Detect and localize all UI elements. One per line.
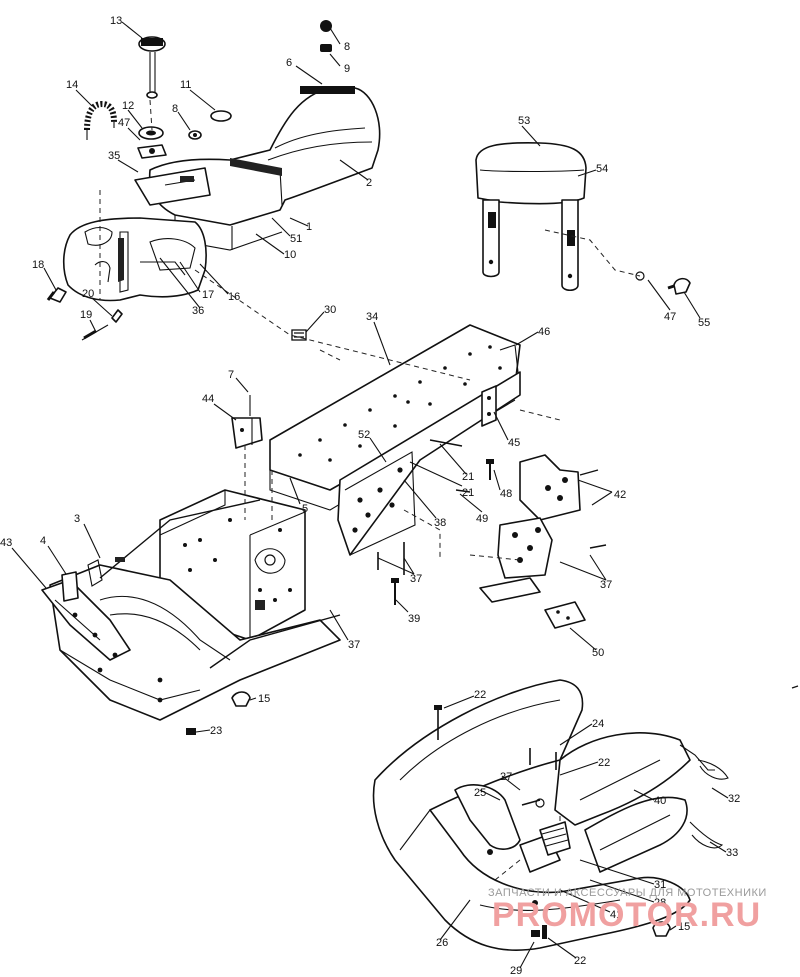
watermark-brand: PROMOTOR.RU	[492, 896, 761, 934]
callout-45: 45	[508, 437, 520, 449]
callout-23: 23	[210, 725, 222, 737]
callout-39: 39	[408, 613, 420, 625]
callout-10: 10	[284, 249, 296, 261]
callout-36: 36	[192, 305, 204, 317]
callout-28: 28	[654, 897, 666, 909]
callout-46: 46	[538, 326, 550, 338]
tank-fittings	[46, 287, 307, 341]
callout-38: 38	[434, 517, 446, 529]
callout-4: 4	[40, 535, 46, 547]
callout-17: 17	[202, 289, 214, 301]
callout-52: 52	[358, 429, 370, 441]
callout-18: 18	[32, 259, 44, 271]
callout-47: 47	[118, 117, 130, 129]
rear-bumper-assembly	[372, 679, 729, 951]
callout-37: 37	[410, 573, 422, 585]
callout-labels: 13 8 9 6 14 11 12 8 47 35 2 1 51 10 18 2…	[0, 15, 740, 977]
callout-20: 20	[82, 288, 94, 300]
frame-front-pan	[41, 499, 341, 735]
callout-51: 51	[290, 233, 302, 245]
callout-41: 41	[610, 909, 622, 921]
callout-31: 31	[654, 879, 666, 891]
callout-3: 3	[74, 513, 80, 525]
callout-13: 13	[110, 15, 122, 27]
callout-14: 14	[66, 79, 78, 91]
callout-48: 48	[500, 488, 512, 500]
callout-35: 35	[108, 150, 120, 162]
callout-42: 42	[614, 489, 626, 501]
fuel-cap-assembly	[84, 36, 167, 159]
callout-25: 25	[474, 787, 486, 799]
callout-34: 34	[366, 311, 378, 323]
rear-suspension-brackets	[377, 439, 607, 629]
callout-54: 54	[596, 163, 608, 175]
backrest-assembly	[475, 142, 691, 295]
callout-22: 22	[474, 689, 486, 701]
callout-29: 29	[510, 965, 522, 977]
callout-19: 19	[80, 309, 92, 321]
callout-49: 49	[476, 513, 488, 525]
callout-44: 44	[202, 393, 214, 405]
frame-tunnel	[269, 324, 521, 556]
callout-40: 40	[654, 795, 666, 807]
callout-15: 15	[258, 693, 270, 705]
callout-26: 26	[436, 937, 448, 949]
callout-1: 1	[306, 221, 312, 233]
callout-16: 16	[228, 291, 240, 303]
callout-30: 30	[324, 304, 336, 316]
callout-21: 21	[462, 471, 474, 483]
callout-22-c: 22	[574, 955, 586, 967]
callout-22-b: 22	[598, 757, 610, 769]
callout-32: 32	[728, 793, 740, 805]
callout-8: 8	[344, 41, 350, 53]
callout-37-c: 37	[348, 639, 360, 651]
callout-9: 9	[344, 63, 350, 75]
callout-2: 2	[366, 177, 372, 189]
tunnel-rivets	[298, 345, 502, 533]
watermark: ЗАПЧАСТИ И АКСЕССУАРЫ ДЛЯ МОТОТЕХНИКИ PR…	[488, 887, 767, 934]
washer-set-top	[188, 20, 332, 140]
callout-43: 43	[0, 537, 12, 549]
callout-50: 50	[592, 647, 604, 659]
callout-55: 55	[698, 317, 710, 329]
callout-37-b: 37	[600, 579, 612, 591]
callout-33: 33	[726, 847, 738, 859]
callout-53: 53	[518, 115, 530, 127]
callout-11: 11	[180, 79, 191, 91]
callout-27: 27	[500, 771, 512, 783]
fuel-tank	[62, 167, 211, 302]
callout-15-b: 15	[678, 921, 690, 933]
callout-12: 12	[122, 100, 134, 112]
callout-7: 7	[228, 369, 234, 381]
callout-6: 6	[286, 57, 292, 69]
callout-24: 24	[592, 718, 604, 730]
leader-lines	[11, 21, 729, 969]
edge-mark	[791, 685, 799, 689]
callout-5: 5	[302, 503, 308, 515]
bracket-44	[231, 395, 263, 449]
callout-8-b: 8	[172, 103, 178, 115]
callout-47-b: 47	[664, 311, 676, 323]
watermark-caption: ЗАПЧАСТИ И АКСЕССУАРЫ ДЛЯ МОТОТЕХНИКИ	[488, 887, 767, 899]
callout-21-b: 21	[462, 487, 474, 499]
